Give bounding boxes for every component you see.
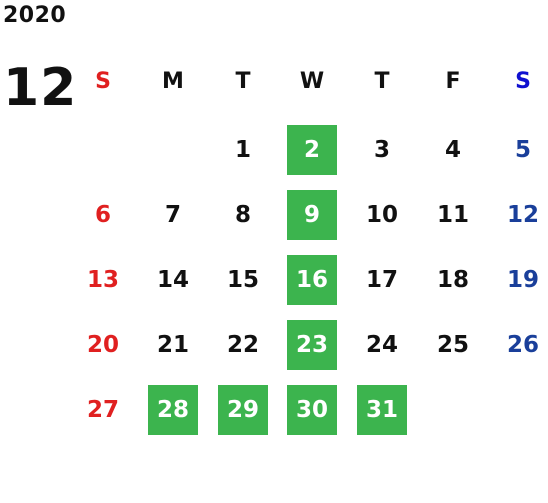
day-cell-31[interactable]: 31 (357, 385, 407, 435)
day-cell-14[interactable]: 14 (156, 267, 189, 293)
day-cell-23[interactable]: 23 (287, 320, 337, 370)
day-cell-27[interactable]: 27 (86, 397, 119, 423)
day-cell-2[interactable]: 2 (287, 125, 337, 175)
day-cell-9[interactable]: 9 (287, 190, 337, 240)
day-cell-17[interactable]: 17 (365, 267, 398, 293)
day-cell-8[interactable]: 8 (234, 202, 251, 228)
day-cell-4[interactable]: 4 (444, 137, 461, 163)
day-cell-7[interactable]: 7 (164, 202, 181, 228)
day-cell-1[interactable]: 1 (234, 137, 251, 163)
day-cell-25[interactable]: 25 (436, 332, 469, 358)
year-label: 2020 (3, 3, 67, 28)
day-cell-30[interactable]: 30 (287, 385, 337, 435)
day-cell-5[interactable]: 5 (514, 137, 531, 163)
weekday-header-wed: W (299, 68, 325, 94)
weekday-header-thu: T (374, 68, 390, 94)
day-cell-10[interactable]: 10 (365, 202, 398, 228)
day-cell-19[interactable]: 19 (506, 267, 539, 293)
weekday-header-tue: T (235, 68, 251, 94)
weekday-header-sun: S (95, 68, 111, 94)
weekday-header-mon: M (162, 68, 184, 94)
day-cell-26[interactable]: 26 (506, 332, 539, 358)
weekday-header-fri: F (445, 68, 461, 94)
month-number: 12 (3, 58, 78, 118)
day-cell-21[interactable]: 21 (156, 332, 189, 358)
day-cell-22[interactable]: 22 (226, 332, 259, 358)
day-cell-29[interactable]: 29 (218, 385, 268, 435)
day-cell-3[interactable]: 3 (373, 137, 390, 163)
day-cell-13[interactable]: 13 (86, 267, 119, 293)
day-cell-6[interactable]: 6 (94, 202, 111, 228)
day-cell-28[interactable]: 28 (148, 385, 198, 435)
weekday-header-sat: S (515, 68, 531, 94)
day-cell-18[interactable]: 18 (436, 267, 469, 293)
day-cell-24[interactable]: 24 (365, 332, 398, 358)
day-cell-20[interactable]: 20 (86, 332, 119, 358)
day-cell-11[interactable]: 11 (436, 202, 469, 228)
day-cell-16[interactable]: 16 (287, 255, 337, 305)
day-cell-15[interactable]: 15 (226, 267, 259, 293)
day-cell-12[interactable]: 12 (506, 202, 539, 228)
